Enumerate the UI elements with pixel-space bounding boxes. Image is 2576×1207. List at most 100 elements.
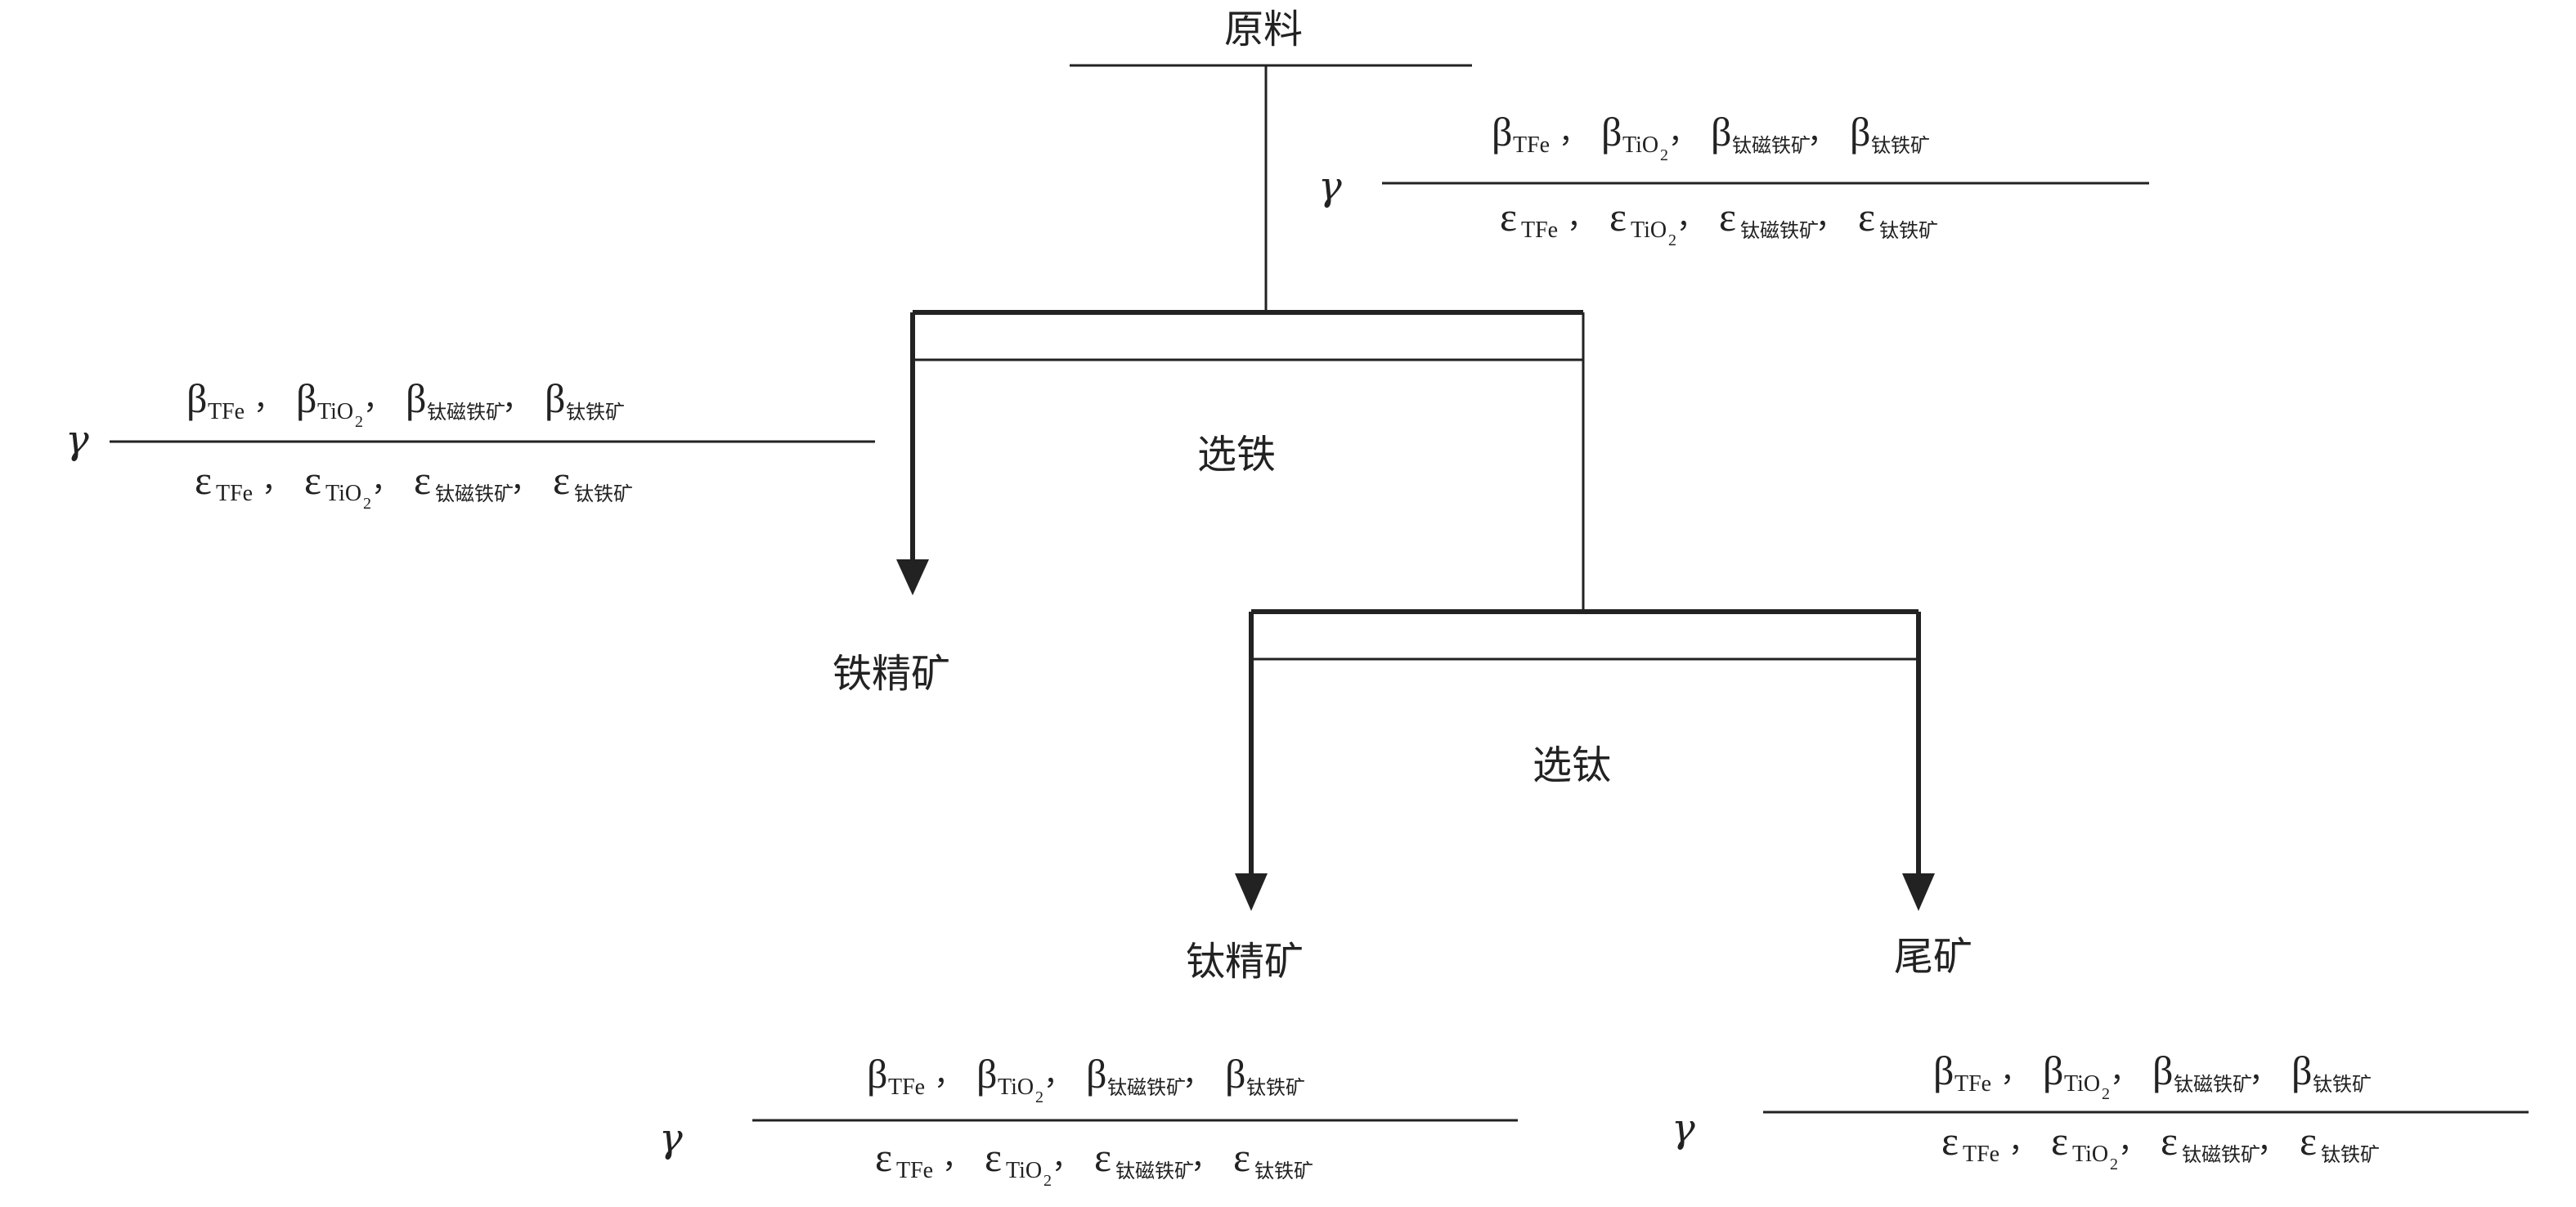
epsilon-term-separator: ， [1815, 201, 1845, 235]
beta-term-subscript: 钛磁铁矿 [2174, 1073, 2252, 1096]
epsilon-term-subscript: TiO [2072, 1142, 2108, 1167]
epsilon-term-symbol: ε [553, 457, 570, 503]
beta-term-symbol: β [296, 375, 316, 421]
epsilon-term-subscript: 钛磁铁矿 [435, 482, 514, 505]
beta-term-separator: ， [2000, 1055, 2030, 1088]
epsilon-term-symbol: ε [414, 457, 431, 503]
epsilon-term-subscript: 钛磁铁矿 [1115, 1160, 1194, 1182]
beta-term-subscript-2: 2 [1035, 1088, 1043, 1106]
gamma-label: γ [65, 417, 89, 463]
epsilon-term-symbol: ε [195, 457, 212, 503]
epsilon-term-symbol: ε [2300, 1118, 2317, 1164]
beta-term-subscript-2: 2 [355, 413, 363, 431]
gamma-label: γ [1672, 1106, 1695, 1151]
epsilon-term-separator: ， [262, 464, 291, 498]
epsilon-term-subscript: TiO [325, 481, 361, 506]
node-iron-separation: 选铁 [1197, 432, 1276, 478]
beta-term-symbol: β [867, 1051, 887, 1097]
epsilon-term-symbol: ε [304, 457, 321, 503]
beta-term-subscript: TFe [208, 399, 245, 424]
node-tailings: 尾矿 [1894, 934, 1972, 980]
beta-term-symbol: β [1492, 109, 1512, 155]
epsilon-term-symbol: ε [985, 1134, 1002, 1180]
epsilon-term-symbol: ε [1941, 1118, 1959, 1164]
epsilon-term-separator: ， [510, 464, 540, 498]
epsilon-term-symbol: ε [1233, 1134, 1250, 1180]
beta-term-symbol: β [1225, 1051, 1245, 1097]
epsilon-term-separator: ， [371, 464, 401, 498]
beta-term-symbol: β [1933, 1048, 1954, 1093]
epsilon-term-separator: ， [1191, 1142, 1220, 1175]
iron-separation-box [896, 310, 1585, 612]
arrow-down-icon [1902, 873, 1935, 911]
node-ti-concentrate: 钛精矿 [1186, 939, 1304, 985]
epsilon-term-subscript-2: 2 [363, 495, 371, 513]
beta-term-subscript: 钛铁矿 [566, 401, 625, 424]
epsilon-term-subscript-2: 2 [2110, 1155, 2118, 1173]
epsilon-term-separator: ， [942, 1142, 972, 1175]
beta-term-subscript: 钛铁矿 [1871, 134, 1930, 157]
beta-term-symbol: β [1850, 109, 1870, 155]
beta-term-subscript: 钛铁矿 [2313, 1073, 2372, 1096]
beta-term-separator: ， [363, 383, 393, 416]
arrow-down-icon [896, 559, 929, 595]
node-feed: 原料 [1224, 7, 1303, 52]
beta-term-separator: ， [1807, 116, 1837, 150]
beta-term-subscript: 钛磁铁矿 [1107, 1076, 1186, 1099]
beta-term-separator: ， [1043, 1058, 1073, 1092]
arrow-down-icon [1235, 873, 1268, 911]
epsilon-term-subscript: TiO [1006, 1158, 1042, 1183]
epsilon-term-symbol: ε [1500, 194, 1517, 240]
beta-term-symbol: β [2152, 1048, 2173, 1093]
beta-term-separator: ， [254, 383, 283, 416]
beta-term-subscript: TiO [317, 399, 353, 424]
gamma-label: γ [659, 1115, 683, 1161]
beta-term-separator: ， [1668, 116, 1698, 150]
beta-term-separator: ， [1559, 116, 1588, 150]
epsilon-term-symbol: ε [1609, 194, 1627, 240]
epsilon-term-subscript: 钛磁铁矿 [2182, 1143, 2260, 1166]
node-ti-separation: 选钛 [1533, 743, 1611, 788]
beta-term-subscript-2: 2 [2102, 1085, 2110, 1103]
beta-term-subscript-2: 2 [1660, 146, 1668, 164]
node-iron-concentrate: 铁精矿 [832, 651, 950, 697]
epsilon-term-subscript: 钛铁矿 [1879, 219, 1938, 242]
epsilon-term-separator: ， [1567, 201, 1596, 235]
beta-term-subscript: TiO [2064, 1071, 2100, 1097]
beta-term-subscript: 钛铁矿 [1246, 1076, 1305, 1099]
epsilon-term-separator: ， [1676, 201, 1706, 235]
beta-term-symbol: β [545, 375, 565, 421]
beta-term-symbol: β [976, 1051, 997, 1097]
epsilon-term-subscript: TFe [216, 481, 253, 506]
epsilon-term-subscript-2: 2 [1668, 231, 1676, 249]
gamma-label: γ [1318, 164, 1342, 209]
epsilon-term-subscript-2: 2 [1043, 1172, 1052, 1190]
beta-term-subscript: 钛磁铁矿 [1732, 134, 1811, 157]
beta-term-separator: ， [934, 1058, 963, 1092]
beta-term-subscript: 钛磁铁矿 [427, 401, 505, 424]
epsilon-term-symbol: ε [1858, 194, 1875, 240]
beta-term-symbol: β [2043, 1048, 2063, 1093]
beta-term-subscript: TFe [1513, 132, 1550, 158]
beta-term-symbol: β [2291, 1048, 2312, 1093]
epsilon-term-subscript: 钛铁矿 [1254, 1160, 1313, 1182]
beta-term-subscript: TFe [1954, 1071, 1991, 1097]
epsilon-term-symbol: ε [2051, 1118, 2068, 1164]
epsilon-term-subscript: TiO [1631, 218, 1667, 243]
epsilon-term-symbol: ε [875, 1134, 892, 1180]
epsilon-term-separator: ， [2257, 1125, 2287, 1159]
beta-term-separator: ， [2249, 1055, 2278, 1088]
beta-term-subscript: TiO [998, 1075, 1034, 1100]
beta-term-symbol: β [406, 375, 426, 421]
beta-term-symbol: β [1711, 109, 1731, 155]
epsilon-term-subscript: 钛铁矿 [2321, 1143, 2380, 1166]
beta-term-symbol: β [186, 375, 207, 421]
ti-separation-box [1235, 609, 1935, 911]
epsilon-term-separator: ， [1052, 1142, 1081, 1175]
epsilon-term-symbol: ε [2161, 1118, 2178, 1164]
